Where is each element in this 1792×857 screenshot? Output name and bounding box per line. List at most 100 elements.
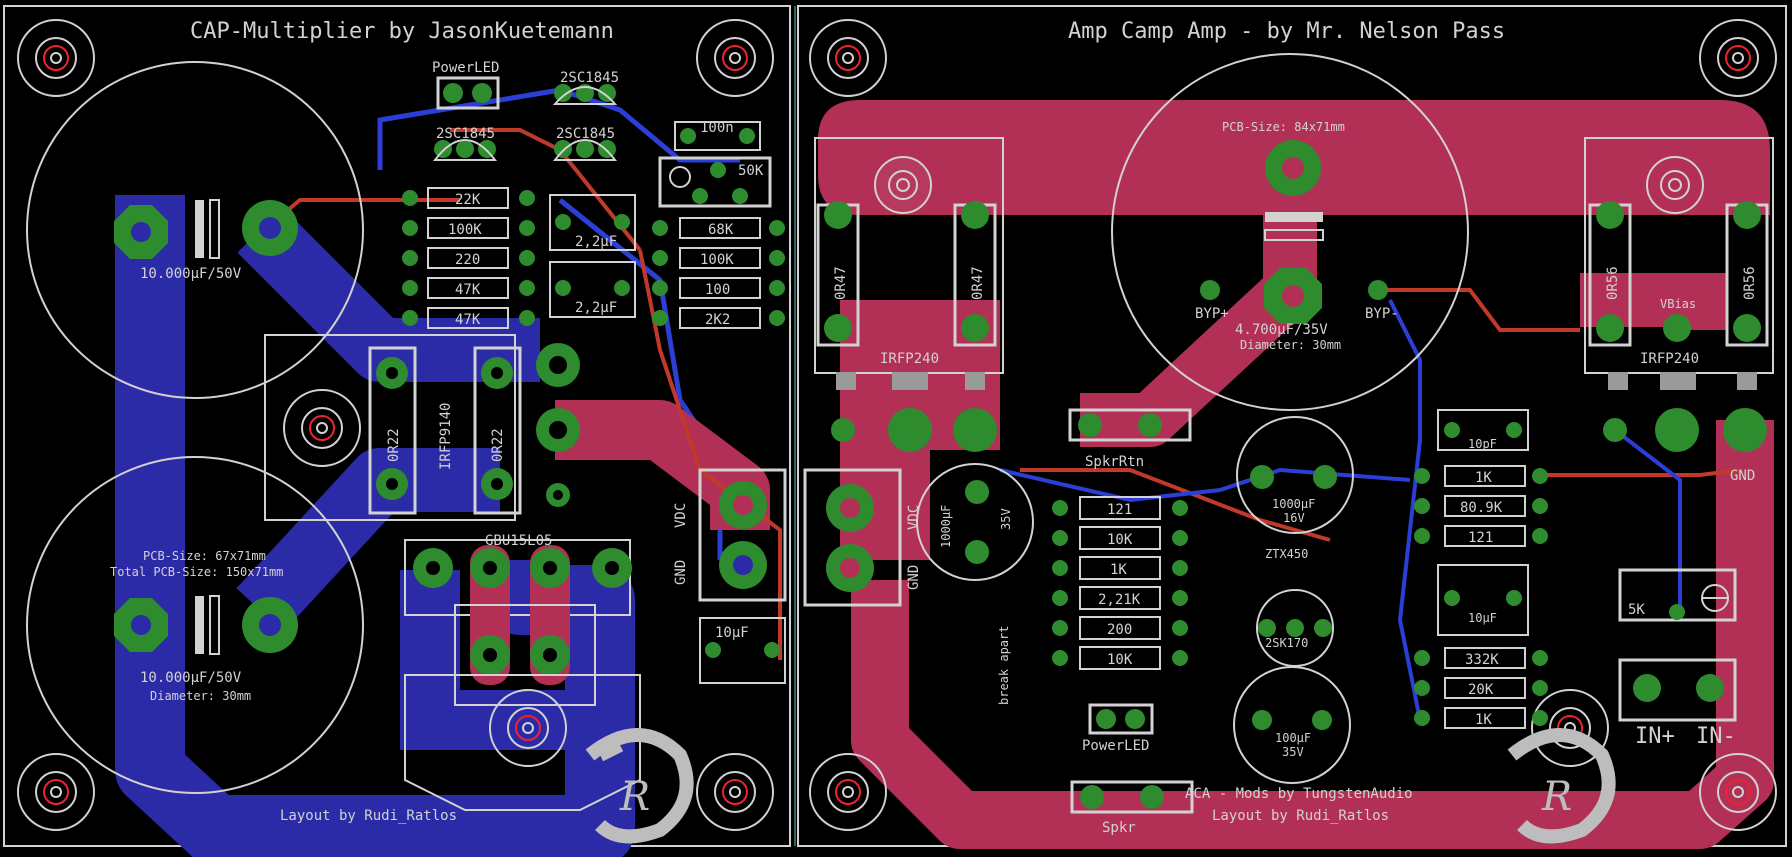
right-resistor-top-2: 80.9K [1460,500,1503,516]
right-vdc-label: VDC [906,505,922,530]
cap-1000uf-pad-2 [1313,465,1337,489]
right-mosfet-pads [824,201,1767,452]
spkr-rtn-label: SpkrRtn [1085,454,1144,470]
cap-1000uf-small-label: 1000µF [939,505,953,548]
resistor-left-3: 220 [455,252,480,268]
left-connector-pads [719,481,767,589]
left-blue-trace-bridge [400,570,600,750]
left-blue-trace-lower [236,448,500,632]
mount-hole-right-mosfet-left [874,156,932,214]
mount-hole-right-bl [809,753,887,831]
right-red-thin3 [1020,468,1331,542]
cap-1000uf-pad-1 [1250,465,1274,489]
mount-hole-left-mid [283,389,361,467]
right-gnd-conn-label: GND [906,565,922,590]
right-resistor-bottom-3: 1K [1475,712,1492,728]
cap-small-2-label: 2,2µF [575,300,617,316]
resistor-right-2: 100K [700,252,734,268]
jfet-label: 2SK170 [1265,636,1308,650]
big-cap-top-outline [26,61,364,399]
left-connector-outline [698,468,787,602]
cap-100uf-v-label: 35V [1282,745,1304,759]
right-resistor-bottom-2: 20K [1468,682,1494,698]
right-resistor-label-left-1: 0R47 [833,266,849,300]
resistor-left-4: 47K [455,282,481,298]
resistor-right-1: 68K [708,222,734,238]
cap-10pf-label: 10pF [1468,437,1497,451]
mount-hole-right-mosfet-right [1646,156,1704,214]
cap-100uf-label: 100µF [1275,731,1311,745]
resistors-left-col [427,187,509,329]
left-board-title: CAP-Multiplier by JasonKuetemann [190,19,614,44]
left-diameter-label: Diameter: 30mm [150,689,251,703]
resistor-left-5: 47K [455,312,481,328]
cap-1000uf-outline [1236,416,1354,534]
cap-100uf-outline [1233,666,1351,784]
cap-1000uf-small-pad-1 [965,480,989,504]
resistor-left-2: 100K [448,222,482,238]
right-big-cap-pads [1200,140,1388,324]
pot-5k [1618,568,1737,622]
in-minus-label: IN- [1696,724,1736,749]
big-cap-bottom-pads [114,595,298,655]
right-resistor-bottom-1: 332K [1465,652,1499,668]
cap-1000uf-label: 1000µF [1272,497,1315,511]
right-resistors-bottom [1414,647,1548,729]
mount-hole-right-br [1699,753,1777,831]
mosfet-left-label: IRFP240 [880,351,939,367]
big-cap-top-label: 10.000µF/50V [140,266,242,282]
break-apart-label: break apart [997,626,1011,705]
mount-hole-left-bottom-center [489,689,567,767]
left-cap-10uf-pad-1 [705,642,721,658]
right-resistor-column-3: 1K [1110,562,1127,578]
byp-minus-label: BYP- [1365,306,1399,322]
mosfet-right-label: IRFP240 [1640,351,1699,367]
transistor-label-3: 2SC1845 [556,126,615,142]
left-blue-trace-diag [237,207,540,382]
cap-10pf-right [1437,409,1529,451]
resistor-left-1: 22K [455,192,481,208]
mosfet-pads [376,343,580,507]
big-cap-bottom-outline [26,456,364,794]
mount-hole-left-br [696,753,774,831]
transistor-label-2: 2SC1845 [436,126,495,142]
input-connector [1618,658,1737,722]
left-cap-10uf-pad-2 [764,642,780,658]
right-power-led-label: PowerLED [1082,738,1149,754]
in-plus-label: IN+ [1635,724,1675,749]
transistor-label-1: 2SC1845 [560,70,619,86]
right-red-trace-bottom [851,420,1774,849]
transistor-outlines-left [432,86,618,161]
right-diameter-label: Diameter: 30mm [1240,338,1341,352]
ztx-label: ZTX450 [1265,547,1308,561]
mount-hole-left-tr [696,19,774,97]
left-cap-10uf-outline [699,617,786,684]
trimmer-50k [658,156,772,208]
right-resistor-label-left-2: 0R47 [970,266,986,300]
right-resistor-top-1: 1K [1475,470,1492,486]
source-resistor-label-1: 0R22 [386,428,402,462]
right-resistor-top-3: 121 [1468,530,1493,546]
cap-1000uf-small-outline [916,463,1034,581]
right-red-trace-right [1580,273,1727,330]
logo-right [1507,728,1616,844]
right-big-cap-outline [1111,53,1469,411]
right-resistor-column [1079,496,1161,670]
byp-plus-label: BYP+ [1195,306,1229,322]
bridge-rectifier-outline [404,539,631,616]
mount-hole-right-tl [809,19,887,97]
mount-hole-left-tl [17,19,95,97]
source-resistor-label-2: 0R22 [490,428,506,462]
source-resistor-1 [368,346,417,515]
right-blue-thin2 [1388,299,1422,721]
right-connector-pads [826,484,874,592]
cap-10uf-right-label: 10µF [1468,611,1497,625]
right-big-cap-label: 4.700µF/35V [1235,322,1328,338]
right-resistor-column-pads [1052,500,1188,666]
resistor-right-4: 2K2 [705,312,730,328]
mosfet-label: IRFP9140 [438,403,454,470]
right-red-thin [1380,288,1580,332]
right-mods-by: ACA - Mods by TungstenAudio [1185,786,1413,802]
bridge-heatsink-outline [404,674,641,811]
